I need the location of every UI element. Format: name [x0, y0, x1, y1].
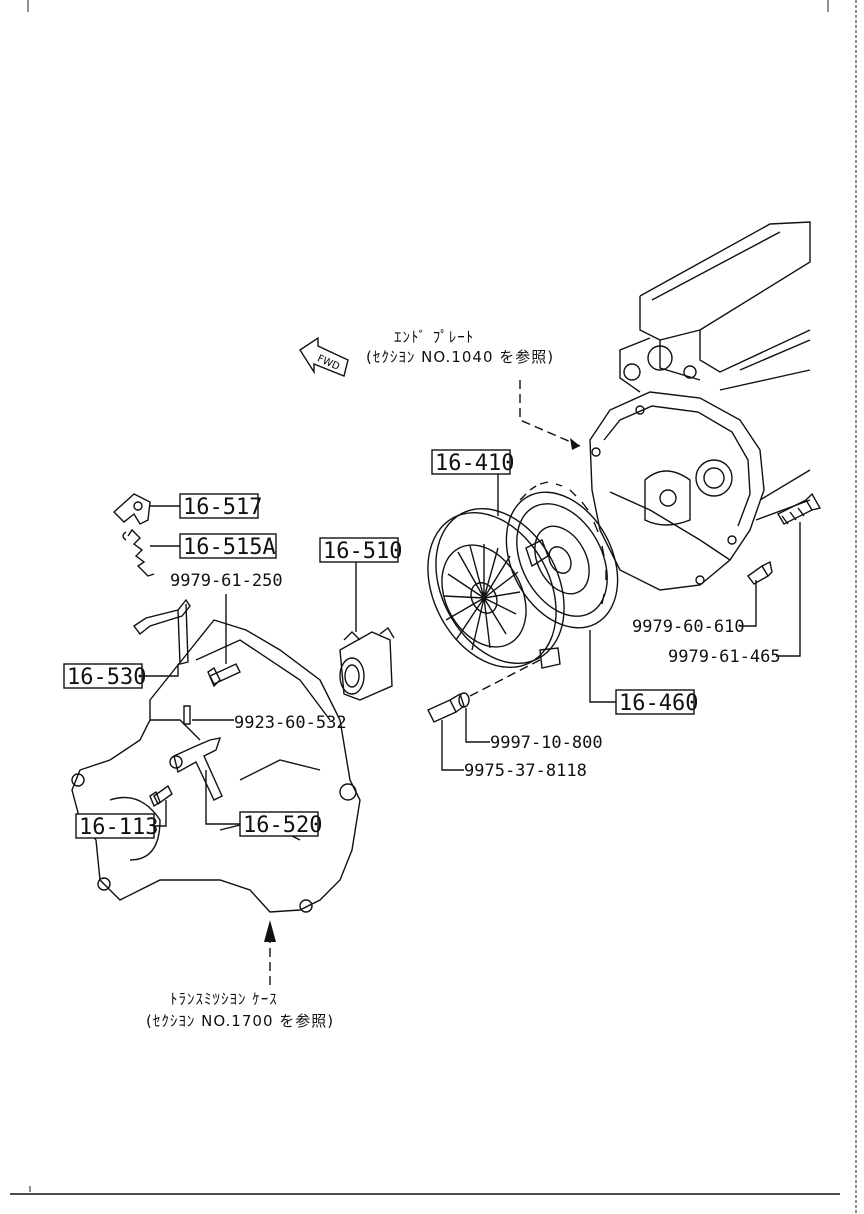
release-fork [169, 737, 223, 801]
leader-9979-60-610 [740, 580, 757, 627]
bolt-no-9979-60-610: 9979-60-610 [632, 617, 745, 637]
end-plate-note-line1: ｴﾝﾄﾞ ﾌﾟﾚｰﾄ [394, 328, 474, 346]
part-no-16-520: 16-520 [243, 813, 322, 838]
release-bearing [339, 626, 395, 701]
part-box-16-530 [63, 663, 143, 689]
leader-16-520 [205, 770, 240, 825]
bolt-no-9923-60-532: 9923-60-532 [234, 713, 347, 733]
bolt-no-9979-61-250: 9979-61-250 [170, 571, 283, 591]
bolt-no-9975-37-8118: 9975-37-8118 [464, 761, 587, 781]
fwd-arrow-icon: FWD [299, 336, 349, 377]
bolt-9979-60-610 [747, 560, 773, 585]
part-no-16-530: 16-530 [67, 665, 146, 690]
end-plate [589, 391, 811, 591]
pin-9923-60-532 [183, 705, 191, 725]
part-no-16-515a: 16-515A [183, 535, 276, 560]
bolt-9979-61-250 [207, 663, 241, 688]
pressure-plate [427, 507, 565, 669]
part-box-16-460 [615, 689, 695, 715]
case-arrowhead [264, 920, 276, 942]
bolt-no-9997-10-800: 9997-10-800 [490, 733, 603, 753]
part-box-16-520 [239, 811, 319, 837]
leader-arrowhead [570, 438, 580, 450]
part-box-16-515a [179, 533, 277, 559]
cover-bolt-and-washer [427, 659, 541, 723]
part-no-16-517: 16-517 [183, 495, 262, 520]
leader-16-530 [142, 664, 179, 677]
leader-16-460 [589, 630, 616, 703]
part-no-16-460: 16-460 [619, 691, 698, 716]
clutch-disc [505, 481, 619, 629]
leader-9997-10-800 [465, 708, 490, 743]
bolt-9979-61-465 [777, 492, 822, 525]
part-no-16-510: 16-510 [323, 539, 402, 564]
part-box-16-517 [179, 493, 259, 519]
case-note-line1: ﾄﾗﾝｽﾐﾂｼﾖﾝ ｹｰｽ [170, 990, 278, 1008]
part-box-16-510 [319, 537, 399, 563]
engine-block [619, 221, 811, 393]
part-box-16-113 [75, 813, 155, 839]
leader-9975-37-8118 [441, 720, 464, 771]
bolt-16-113 [149, 784, 173, 808]
spring-part [122, 528, 155, 577]
leader-16-113 [154, 800, 167, 827]
part-box-16-410 [431, 449, 511, 475]
clip-part [112, 493, 151, 525]
part-no-16-410: 16-410 [435, 451, 514, 476]
end-plate-note-line2: (ｾｸｼﾖﾝ NO.1040 を参照) [366, 348, 554, 366]
leader-9979-61-465 [776, 522, 801, 657]
part-no-16-113: 16-113 [79, 815, 158, 840]
end-plate-leader [519, 380, 581, 447]
bolt-no-9979-61-465: 9979-61-465 [668, 647, 781, 667]
case-note-line2: (ｾｸｼﾖﾝ NO.1700 を参照) [146, 1012, 334, 1030]
bracket-part [132, 598, 191, 665]
